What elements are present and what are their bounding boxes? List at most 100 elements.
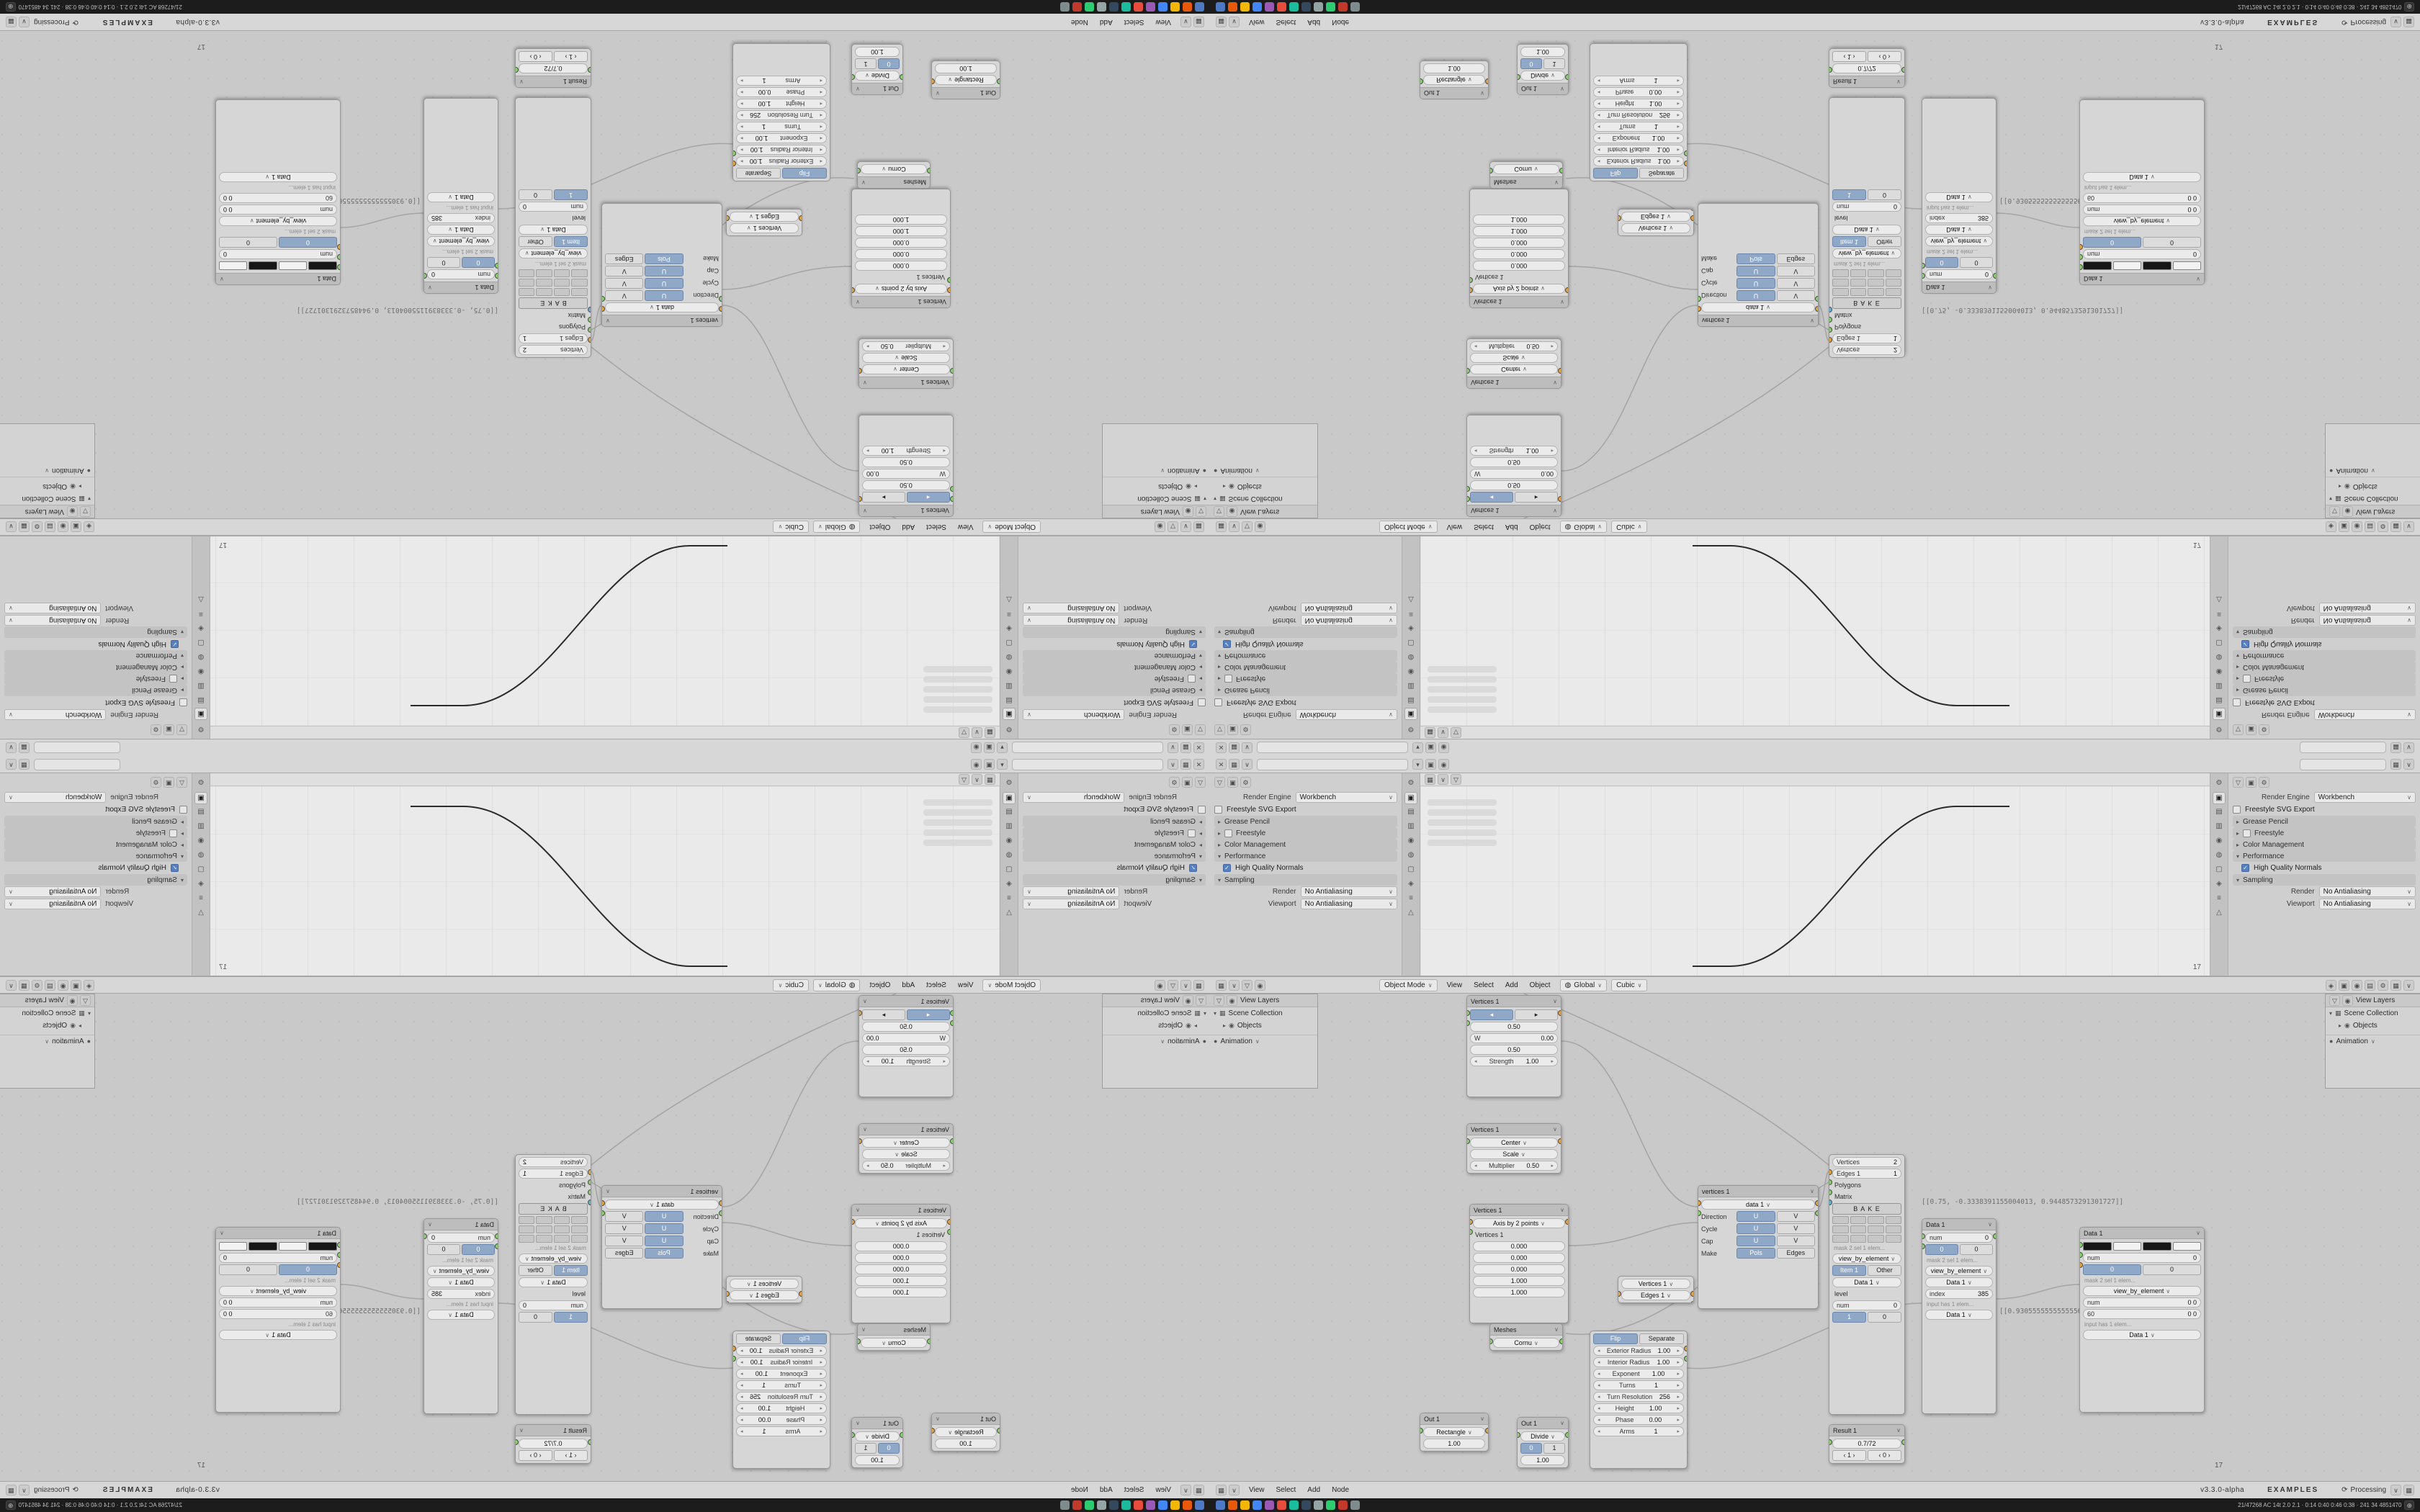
filter-icon[interactable]: ▽ (1168, 979, 1178, 991)
increment-arrow-icon[interactable]: ▸ (740, 1383, 743, 1388)
breadcrumb-icon[interactable]: ▣ (1227, 724, 1238, 736)
prop-value-dropdown[interactable]: Workbench∨ (2313, 792, 2416, 803)
node-dropdown[interactable]: view_by_element∨ (519, 248, 588, 258)
node-socket[interactable] (799, 1291, 802, 1297)
increment-arrow-icon[interactable]: ▸ (740, 158, 743, 163)
tool-tab[interactable]: ⚙ (197, 725, 205, 733)
increment-arrow-icon[interactable]: ▸ (740, 112, 743, 117)
increment-arrow-icon[interactable]: ▸ (1677, 78, 1680, 83)
prop-value-dropdown[interactable]: Workbench∨ (1023, 792, 1125, 803)
grid-toggle[interactable] (536, 1216, 552, 1224)
grid-toggle[interactable] (571, 269, 588, 277)
decrement-arrow-icon[interactable]: ◂ (943, 1164, 946, 1169)
node-dropdown[interactable]: Vertices 1∨ (730, 223, 799, 233)
toggle-option[interactable]: V (1776, 1211, 1815, 1222)
decrement-arrow-icon[interactable]: ◂ (1597, 101, 1600, 106)
dropdown-icon[interactable]: ∨ (1229, 521, 1240, 533)
node-field[interactable]: 1.000 (1473, 226, 1565, 236)
node-dropdown[interactable]: Cornu∨ (1493, 164, 1559, 174)
node-field[interactable]: 0.000 (1473, 1241, 1565, 1251)
grid-toggle[interactable] (1868, 1216, 1884, 1224)
app-icon-8[interactable] (1301, 2, 1311, 12)
editor-type-icon[interactable]: ▦ (985, 774, 995, 785)
grid-toggle[interactable] (1885, 1225, 1901, 1233)
toggle-option[interactable]: 1 (1543, 1443, 1565, 1454)
app-icon-2[interactable] (1183, 1500, 1192, 1510)
grid-toggle[interactable] (536, 279, 552, 287)
increment-arrow-icon[interactable]: ▸ (740, 78, 743, 83)
decrement-arrow-icon[interactable]: ◂ (1597, 147, 1600, 152)
node-dropdown[interactable]: Edges 1∨ (730, 1290, 799, 1300)
overlay-icon[interactable]: ◉ (1438, 742, 1449, 753)
checkbox[interactable] (1214, 698, 1222, 706)
render-tab[interactable]: ▣ (2213, 708, 2226, 720)
node-header[interactable]: vertices 1∨ (1698, 315, 1818, 326)
fcurve-path[interactable] (1693, 806, 2009, 967)
node-dropdown[interactable]: Data 1∨ (427, 1277, 495, 1287)
grid-toggle[interactable] (1850, 279, 1866, 287)
editor-type-icon[interactable]: ▦ (1216, 979, 1227, 991)
pin-icon[interactable]: ▾ (997, 742, 1008, 753)
grid-toggle[interactable] (536, 1235, 552, 1243)
node-socket[interactable] (1684, 161, 1688, 166)
node-socket[interactable] (1690, 215, 1694, 221)
outliner-row[interactable]: ▾▦Scene Collection (0, 1007, 94, 1020)
increment-arrow-icon[interactable]: ▸ (866, 1164, 869, 1169)
node-dropdown[interactable]: Divide∨ (855, 1431, 900, 1441)
node-socket[interactable] (950, 1010, 954, 1016)
outliner-row[interactable]: ▸◉Objects (1210, 1020, 1317, 1032)
node-dropdown[interactable]: Data 1∨ (427, 1310, 495, 1320)
app-icon-2[interactable] (1183, 2, 1192, 12)
node-field[interactable]: 1.00 (855, 1455, 900, 1465)
toggle-option[interactable]: V (605, 1223, 644, 1234)
grid-toggle[interactable] (536, 1225, 552, 1233)
node-dropdown[interactable]: Rectangle∨ (935, 75, 997, 85)
physics-tab[interactable]: ≡ (2217, 894, 2221, 902)
overlay-icon[interactable]: ◉ (1255, 979, 1265, 991)
app-icon-12[interactable] (1350, 1500, 1360, 1510)
shading-icon[interactable]: ▤ (45, 979, 55, 991)
toggle-option[interactable]: Separate (1639, 168, 1684, 179)
toggle-option[interactable]: 0 (1960, 257, 1993, 268)
app-icon-1[interactable] (1195, 2, 1204, 12)
bake-button[interactable]: B A K E (1832, 297, 1901, 309)
breadcrumb-field[interactable] (1257, 742, 1408, 754)
node-field[interactable]: 0.50 (1470, 457, 1558, 467)
toggle-option[interactable]: 0 (1925, 1244, 1958, 1255)
node-header[interactable]: Vertices 1∨ (1467, 505, 1561, 516)
toggle-option[interactable]: U (1736, 266, 1775, 276)
prop-section-header[interactable]: ▸Freestyle (4, 827, 187, 839)
increment-arrow-icon[interactable]: ▸ (740, 1372, 743, 1377)
grid-toggle[interactable] (1850, 288, 1866, 296)
node-socket[interactable] (588, 1169, 591, 1175)
toggle-option[interactable]: ◂ (907, 1009, 950, 1020)
menu-view[interactable]: View (1446, 523, 1463, 531)
node-field[interactable]: 1.00 (935, 63, 997, 73)
editor-type-icon[interactable]: ▦ (6, 1485, 17, 1495)
view-layer-tab[interactable]: ▥ (1407, 682, 1415, 690)
physics-tab[interactable]: ≡ (1409, 610, 1413, 618)
physics-tab[interactable]: ≡ (1409, 894, 1413, 902)
editor-type-icon[interactable]: ▦ (1216, 1485, 1227, 1495)
node-header[interactable]: Vertices 1∨ (859, 505, 953, 516)
menu-view[interactable]: View (1249, 18, 1265, 26)
increment-arrow-icon[interactable]: ▸ (1677, 135, 1680, 140)
increment-arrow-icon[interactable]: ▸ (1677, 101, 1680, 106)
toggle-option[interactable]: 1 (554, 189, 588, 200)
new-collection-icon[interactable]: ◉ (2342, 995, 2353, 1006)
search-field[interactable] (2300, 758, 2386, 770)
checkbox[interactable]: ✓ (171, 864, 179, 872)
toggle-option[interactable]: 0 (2143, 237, 2201, 248)
increment-arrow-icon[interactable]: ▸ (1677, 147, 1680, 152)
node-socket[interactable] (927, 168, 931, 174)
new-collection-icon[interactable]: ◉ (2342, 506, 2353, 517)
